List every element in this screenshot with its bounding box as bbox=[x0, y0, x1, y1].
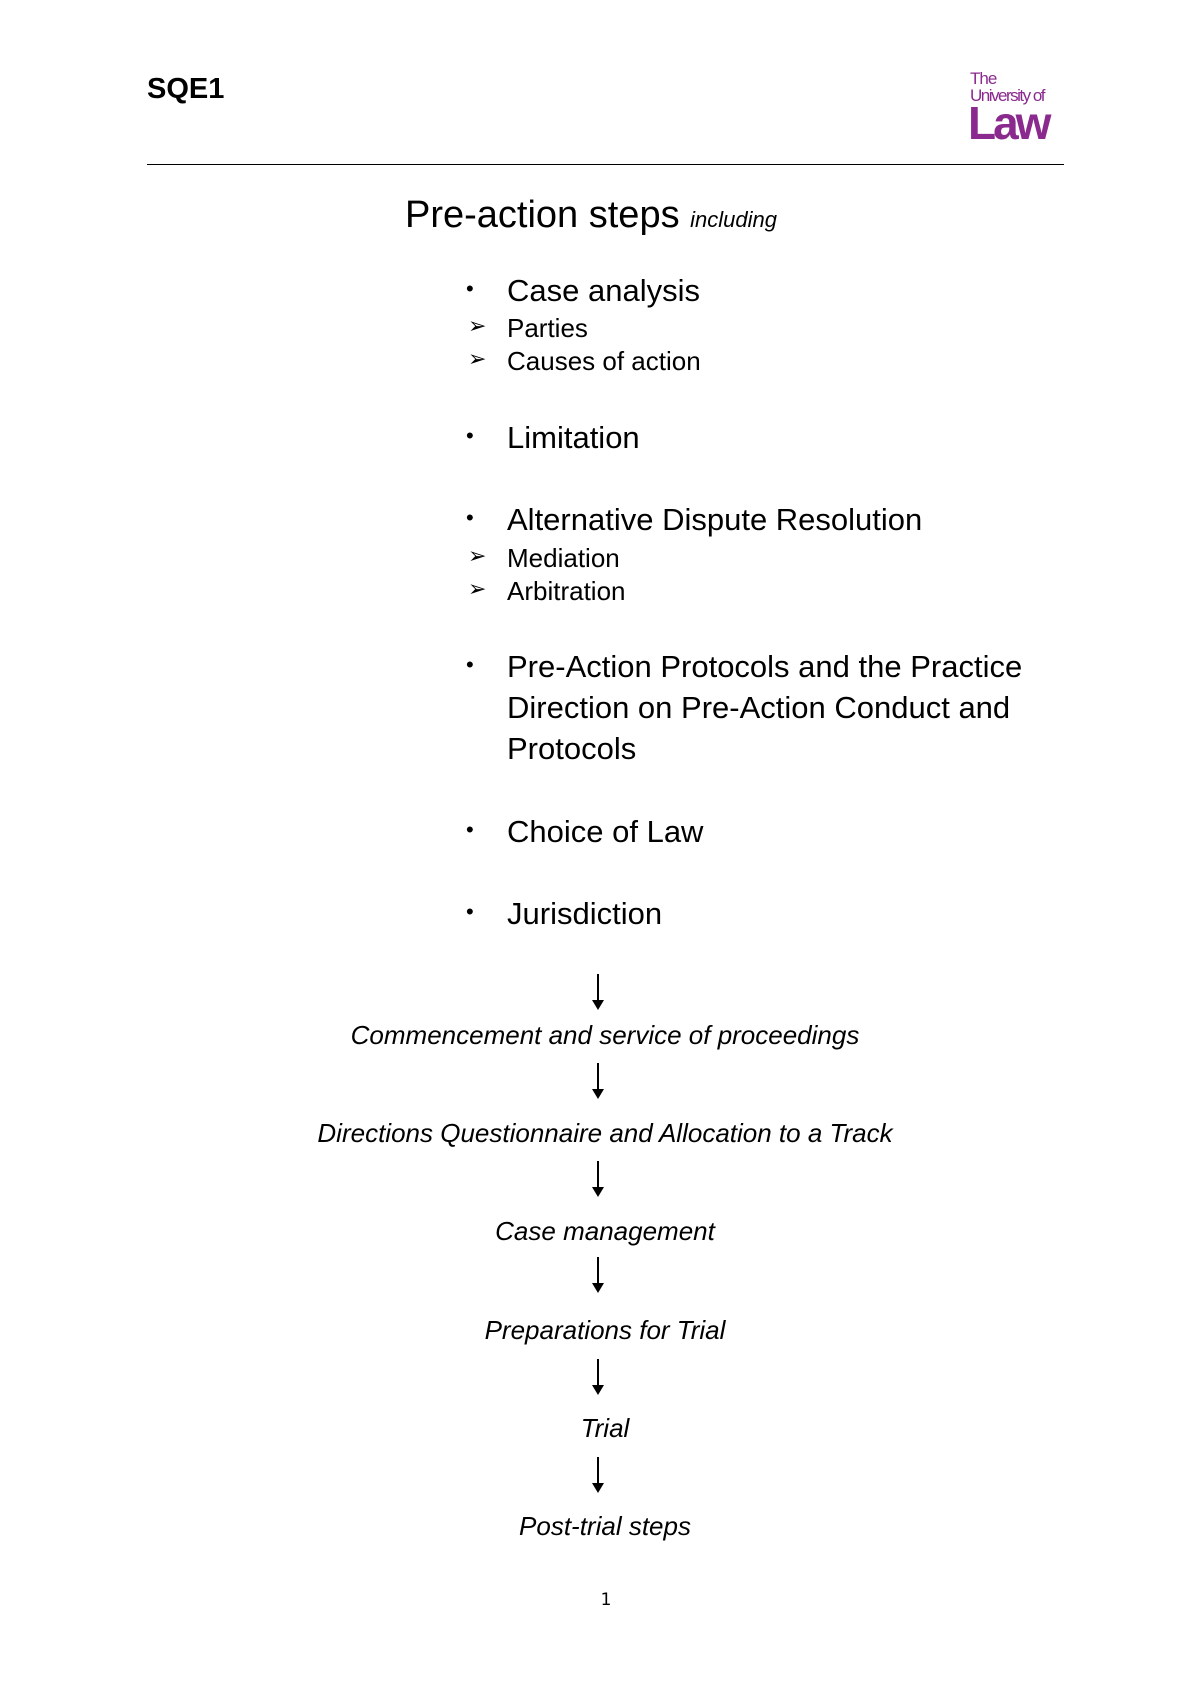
page-number: 1 bbox=[600, 1590, 612, 1610]
sub-bullet-text: Causes of action bbox=[507, 346, 701, 376]
university-of-law-logo: The University of Law bbox=[968, 69, 1068, 149]
flow-step: Commencement and service of proceedings bbox=[350, 1020, 860, 1050]
bullet-text: Limitation bbox=[507, 420, 640, 455]
down-arrow-icon bbox=[592, 1063, 604, 1099]
bullet-icon: • bbox=[466, 423, 474, 448]
arrowhead-bullet-icon: ➢ bbox=[468, 346, 487, 371]
down-arrow-icon bbox=[592, 1359, 604, 1395]
bullet-icon: • bbox=[466, 276, 474, 301]
bullet-text: Case analysis bbox=[507, 273, 700, 308]
flow-step: Trial bbox=[580, 1413, 630, 1443]
arrowhead-bullet-icon: ➢ bbox=[468, 543, 487, 568]
section-heading-text: Pre-action steps bbox=[405, 194, 680, 236]
sub-bullet-text: Parties bbox=[507, 313, 588, 343]
arrowhead-bullet-icon: ➢ bbox=[468, 576, 487, 601]
arrowhead-bullet-icon: ➢ bbox=[468, 313, 487, 338]
flow-step: Directions Questionnaire and Allocation … bbox=[317, 1118, 893, 1148]
down-arrow-icon bbox=[592, 1457, 604, 1493]
down-arrow-icon bbox=[592, 1161, 604, 1197]
sub-bullet-text: Arbitration bbox=[507, 576, 626, 606]
logo-line-1: The bbox=[970, 69, 997, 88]
bullet-icon: • bbox=[466, 817, 474, 842]
flow-step: Preparations for Trial bbox=[484, 1315, 726, 1345]
bullet-text: Choice of Law bbox=[507, 814, 704, 849]
section-heading-suffix: including bbox=[690, 207, 777, 232]
sub-bullet-text: Mediation bbox=[507, 543, 620, 573]
header-divider bbox=[147, 164, 1064, 165]
bullet-text: Alternative Dispute Resolution bbox=[507, 502, 923, 537]
logo-line-3: Law bbox=[968, 97, 1051, 149]
bullet-text: Pre-Action Protocols and the Practice Di… bbox=[507, 649, 1023, 766]
logo-line-2: University of bbox=[970, 86, 1046, 105]
down-arrow-icon bbox=[592, 974, 604, 1010]
down-arrow-icon bbox=[592, 1257, 604, 1293]
flow-step: Post-trial steps bbox=[519, 1511, 691, 1541]
bullet-icon: • bbox=[466, 505, 474, 530]
bullet-icon: • bbox=[466, 652, 474, 677]
document-header-title: SQE1 bbox=[147, 73, 225, 105]
flow-step: Case management bbox=[495, 1216, 715, 1246]
bullet-text: Jurisdiction bbox=[507, 896, 663, 931]
bullet-icon: • bbox=[466, 899, 474, 924]
section-heading: Pre-action steps including bbox=[405, 193, 777, 242]
